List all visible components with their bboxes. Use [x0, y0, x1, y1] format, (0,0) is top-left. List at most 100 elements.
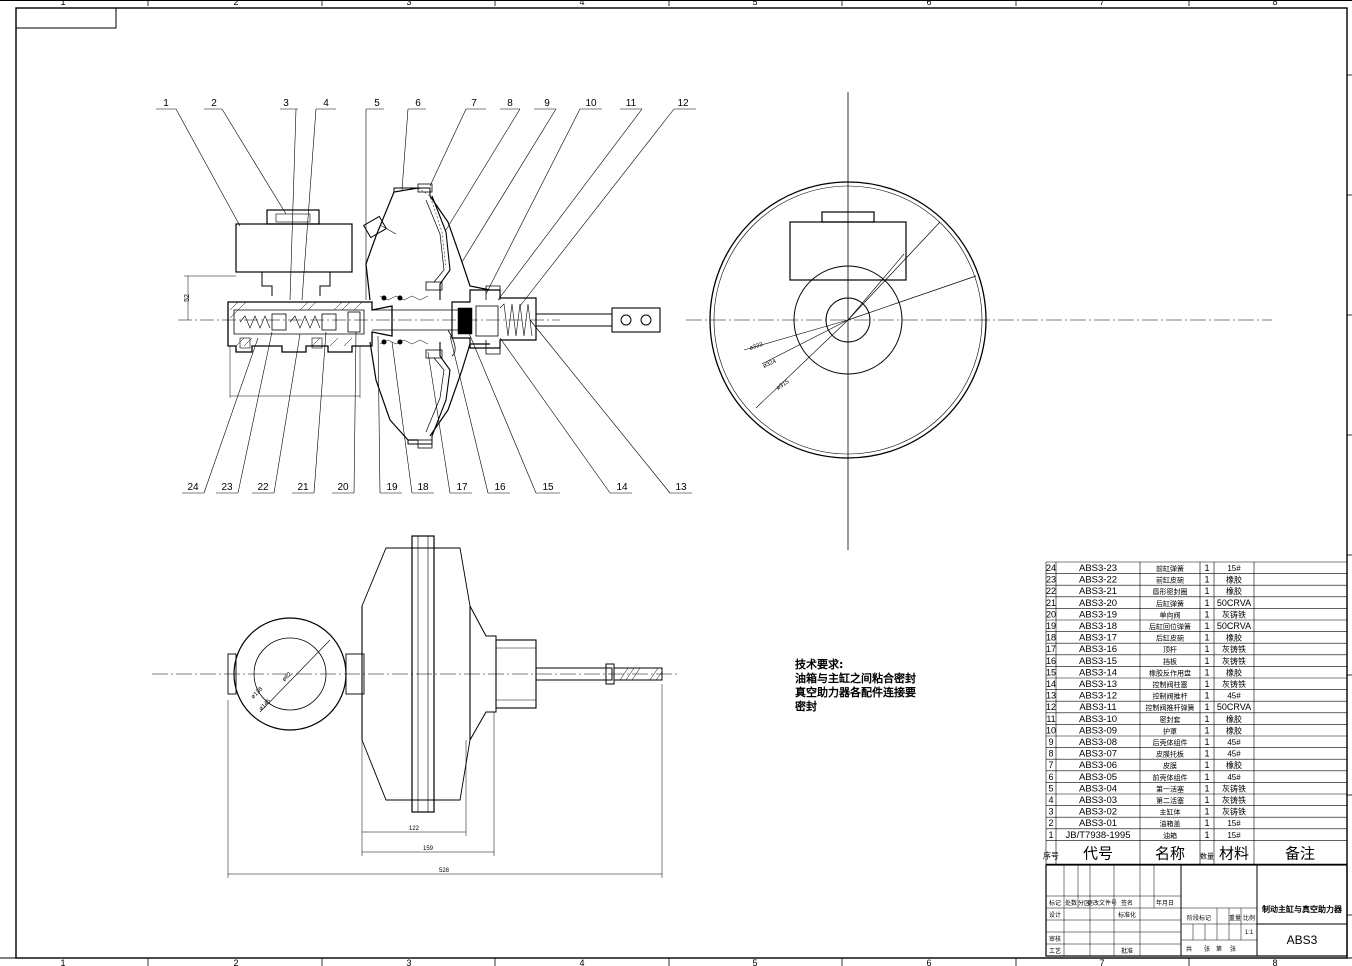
callout-19: 19: [386, 482, 398, 493]
bom-qty: 1: [1204, 667, 1209, 677]
bom-material: 灰铸铁: [1222, 679, 1246, 689]
bom-seq: 12: [1046, 702, 1056, 712]
zone-bottom-3: 3: [406, 958, 411, 966]
bom-code: ABS3-20: [1079, 598, 1117, 609]
bom-material: 15#: [1227, 564, 1241, 573]
callout-3: 3: [283, 98, 289, 109]
callout-1: 1: [163, 98, 169, 109]
bom-code: ABS3-01: [1079, 818, 1117, 829]
tb-stage: 阶段标记: [1187, 914, 1211, 922]
bom-seq: 13: [1046, 691, 1056, 701]
tech-req-line-3: 密封: [795, 700, 817, 713]
dim-d324: ø324: [762, 358, 778, 369]
bom-seq: 15: [1046, 667, 1056, 677]
bom-code: ABS3-13: [1079, 679, 1117, 690]
callout-24: 24: [187, 482, 199, 493]
zone-top-8: 8: [1272, 0, 1277, 7]
bom-code: ABS3-17: [1079, 633, 1117, 644]
zone-top-2: 2: [233, 0, 238, 7]
bom-seq: 1: [1048, 830, 1053, 840]
bom-material: 45#: [1227, 773, 1241, 782]
bom-material: 50CRVA: [1217, 702, 1251, 712]
bom-name: 第二活塞: [1156, 796, 1184, 805]
tb-count: 处数: [1065, 899, 1077, 907]
bom-material: 15#: [1227, 819, 1241, 828]
bom-seq: 24: [1046, 563, 1056, 573]
bom-seq: 21: [1046, 598, 1056, 608]
bom-material: 橡胶: [1226, 725, 1242, 735]
zone-bottom-7: 7: [1099, 958, 1104, 966]
bom-seq: 7: [1048, 760, 1053, 770]
bom-material: 灰铸铁: [1222, 656, 1246, 666]
bom-code: ABS3-09: [1079, 725, 1117, 736]
front-section-view: [178, 183, 661, 449]
dim-d333: ø333: [749, 342, 764, 352]
bom-code: ABS3-11: [1079, 702, 1116, 713]
tech-req-line-2: 真空助力器各配件连接要: [795, 686, 916, 699]
zone-top-5: 5: [752, 0, 757, 7]
bom-header-remark: 备注: [1285, 845, 1315, 862]
bom-qty: 1: [1204, 749, 1209, 759]
tb-designer: 设计: [1049, 911, 1061, 919]
tb-approve: 批准: [1121, 947, 1133, 955]
bom-qty: 1: [1204, 737, 1209, 747]
zone-top-7: 7: [1099, 0, 1104, 7]
bom-name: 控制阀推杆弹簧: [1146, 703, 1195, 712]
bom-material: 15#: [1227, 831, 1241, 840]
bom-qty: 1: [1204, 609, 1209, 619]
callout-5: 5: [374, 98, 380, 109]
bom-code: ABS3-06: [1079, 760, 1117, 771]
bom-qty: 1: [1204, 644, 1209, 654]
tb-page: 第: [1216, 945, 1222, 953]
bom-material: 橡胶: [1226, 586, 1242, 596]
bom-qty: 1: [1204, 783, 1209, 793]
bom-seq: 16: [1046, 656, 1056, 666]
bom-name: 油箱盖: [1160, 819, 1181, 828]
bom-name: 前缸弹簧: [1156, 564, 1184, 573]
bom-name: 橡胶反作用盘: [1149, 668, 1191, 677]
bom-code: ABS3-16: [1079, 644, 1117, 655]
callout-9: 9: [544, 98, 550, 109]
bom-code: ABS3-07: [1079, 749, 1117, 760]
zone-bottom-5: 5: [752, 958, 757, 966]
bom-qty: 1: [1204, 772, 1209, 782]
callout-6: 6: [415, 98, 421, 109]
zone-bottom-1: 1: [60, 958, 65, 966]
zone-bottom-8: 8: [1272, 958, 1277, 966]
zone-bottom-6: 6: [926, 958, 931, 966]
dim-d145: ø145: [258, 698, 272, 712]
bom-qty: 1: [1204, 702, 1209, 712]
tb-change-doc: 更改文件号: [1087, 899, 1117, 907]
zone-top-6: 6: [926, 0, 931, 7]
tb-mark: 标记: [1049, 899, 1061, 907]
bom-material: 45#: [1227, 692, 1241, 701]
zone-top-3: 3: [406, 0, 411, 7]
bom-seq: 22: [1046, 586, 1056, 596]
bom-header-qty: 数量: [1200, 851, 1214, 860]
dim-159: 159: [423, 846, 434, 852]
bom-name: 密封套: [1160, 715, 1181, 724]
zone-bottom-2: 2: [233, 958, 238, 966]
bom-qty: 1: [1204, 633, 1209, 643]
bom-seq: 20: [1046, 609, 1056, 619]
bom-material: 橡胶: [1226, 575, 1242, 585]
callout-16: 16: [494, 482, 506, 493]
callout-13: 13: [675, 482, 687, 493]
dim-528: 528: [439, 868, 450, 874]
bom-code: ABS3-12: [1079, 691, 1117, 702]
tb-total: 共: [1186, 945, 1192, 953]
tech-req-line-1: 油箱与主缸之间粘合密封: [795, 672, 916, 685]
bom-seq: 8: [1048, 749, 1053, 759]
callout-15: 15: [542, 482, 554, 493]
bom-name: 唇形密封圈: [1153, 587, 1188, 596]
bom-code: ABS3-04: [1079, 783, 1117, 794]
zone-top-1: 1: [60, 0, 65, 7]
title-block-text: 标记 处数 分区 更改文件号 签名 年月日 设计 标准化 审核 工艺 批准 阶段…: [1049, 899, 1343, 955]
bom-material: 灰铸铁: [1222, 609, 1246, 619]
tb-drawing-name: 制动主缸与真空助力器: [1262, 904, 1343, 914]
bom-seq: 9: [1048, 737, 1053, 747]
bom-qty: 1: [1204, 575, 1209, 585]
bom-code: ABS3-05: [1079, 772, 1117, 783]
